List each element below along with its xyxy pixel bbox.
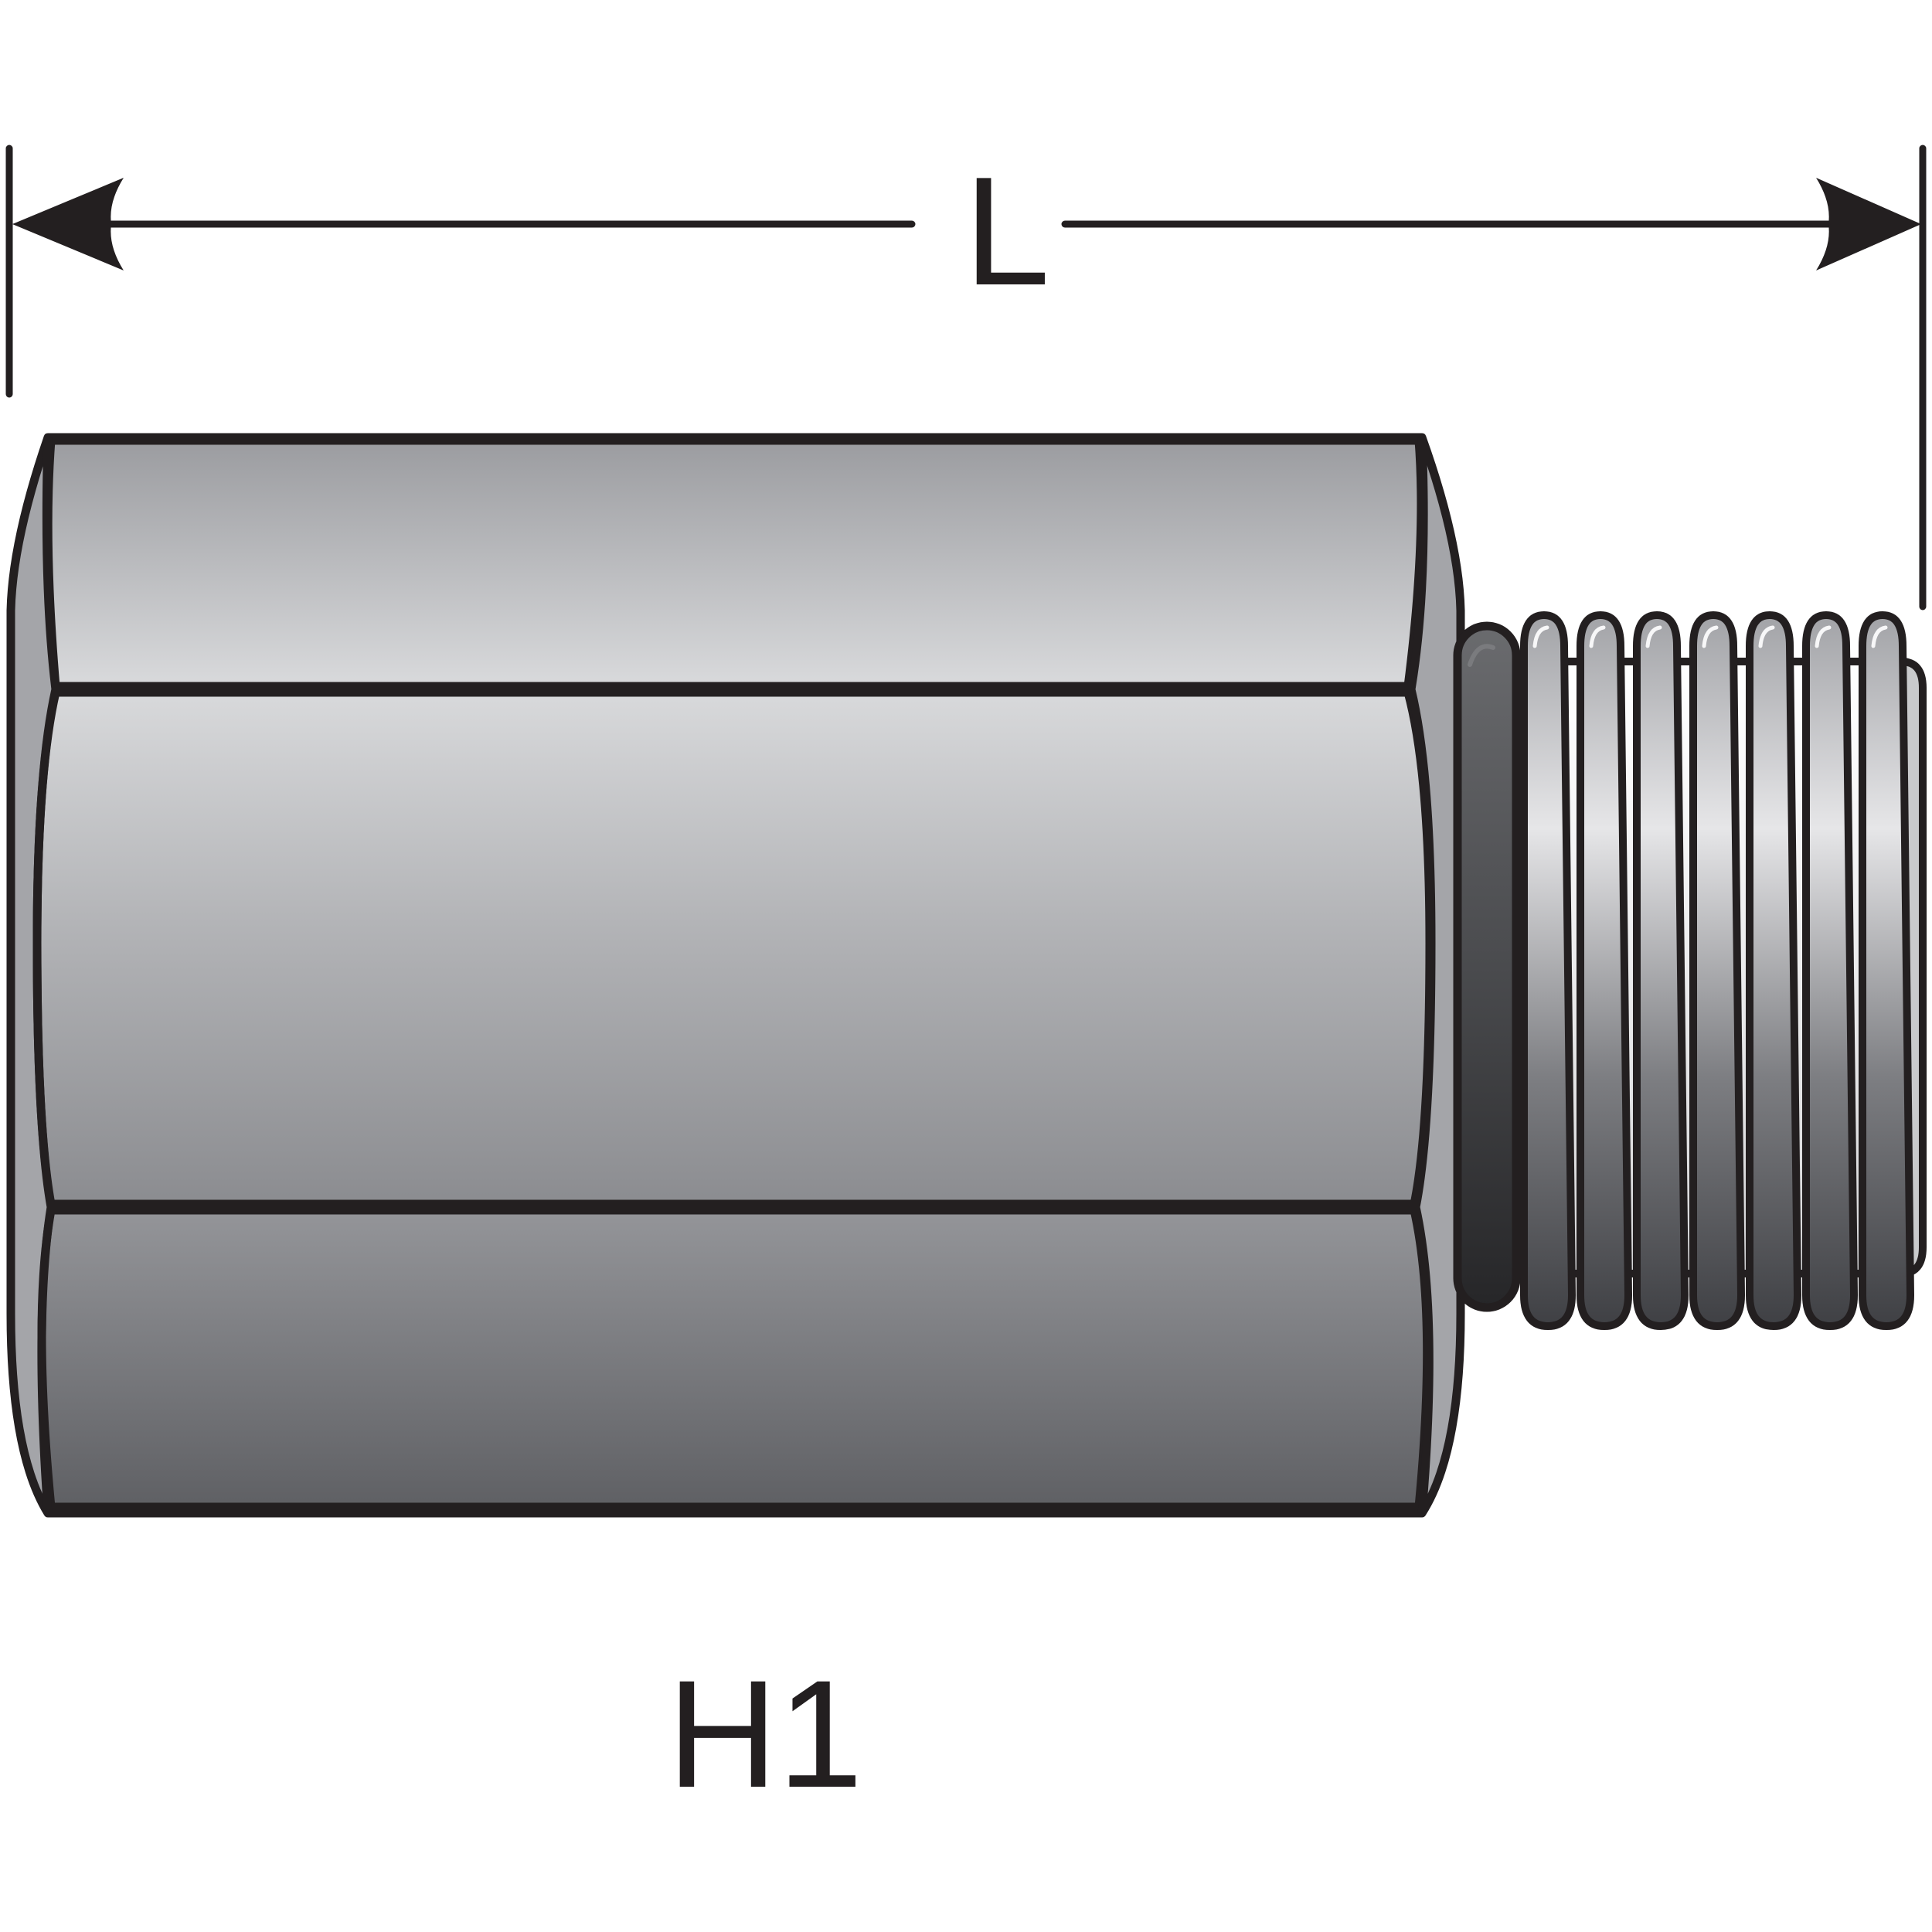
- length-dimension: [5, 145, 1927, 611]
- thread-crest-highlight: [1645, 625, 1662, 648]
- hex-flat-top: [43, 436, 1426, 691]
- arrow-left-icon: [12, 178, 124, 270]
- thread-crest: [1689, 611, 1746, 1331]
- thread-crest: [1746, 611, 1802, 1331]
- thread-crest-highlight: [1871, 625, 1888, 648]
- o-ring: [1453, 621, 1521, 1312]
- thread-crest: [1859, 611, 1915, 1331]
- dimension-label: L: [964, 145, 1049, 318]
- hex-flat-middle: [32, 688, 1434, 1209]
- thread-crest: [1577, 611, 1633, 1331]
- thread-crest: [1633, 611, 1689, 1331]
- thread-crest-highlight: [1702, 625, 1719, 648]
- thread-crest-highlight: [1815, 625, 1832, 648]
- hex-chamfer-right: [1406, 437, 1436, 1514]
- hex-flat-bottom: [37, 1206, 1432, 1512]
- hex-chamfer-left: [32, 437, 60, 1514]
- thread-crest-highlight: [1532, 625, 1549, 648]
- thread-crest-highlight: [1758, 625, 1775, 648]
- o-ring-highlight: [1468, 644, 1495, 667]
- hex-body: [6, 433, 1465, 1518]
- thread-crest: [1520, 611, 1577, 1331]
- thread-crest: [1802, 611, 1859, 1331]
- part-code-label: H1: [667, 1648, 862, 1819]
- thread-crests: [1520, 611, 1915, 1331]
- arrow-right-icon: [1816, 178, 1921, 270]
- thread-crest-highlight: [1589, 625, 1606, 648]
